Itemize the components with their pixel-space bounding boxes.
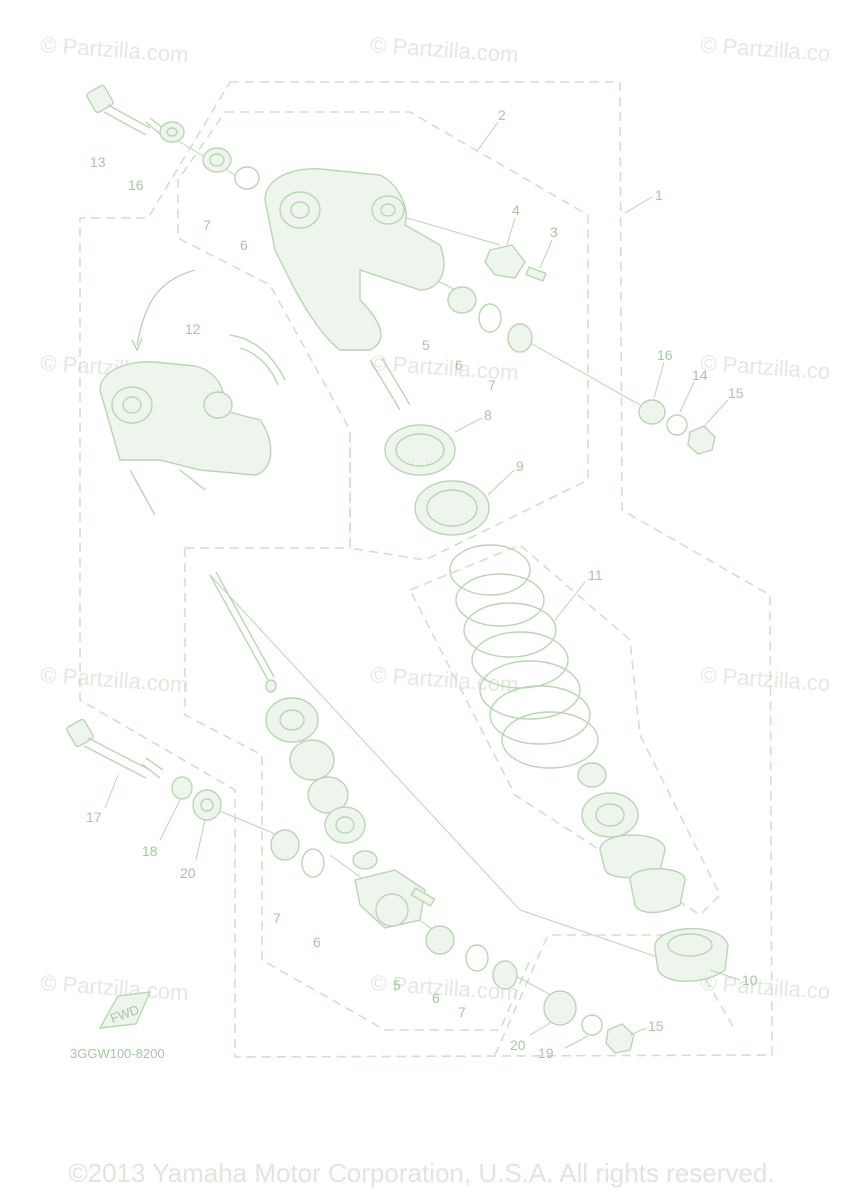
knob-4 [484,244,526,279]
lower-mount-parts [270,829,635,1054]
assembly-outline-bottom [494,934,736,1056]
diagram-code: 3GGW100-8200 [70,1046,165,1061]
callout-2: 2 [498,107,506,123]
bearing-7-bottom [492,960,518,990]
copyright-notice: ©2013 Yamaha Motor Corporation, U.S.A. A… [68,1158,775,1188]
callout-20-left: 20 [180,865,196,881]
fwd-arrow-icon: FWD [98,991,152,1029]
watermark: © Partzilla.com [40,970,190,1005]
callout-9: 9 [516,458,524,474]
collar-20-left [192,789,222,821]
callout-11: 11 [588,567,603,583]
bearing-7-mid [507,323,533,353]
oring-6-mid [478,303,502,333]
callout-8: 8 [484,407,492,423]
bearing-7-upper [202,147,232,173]
watermark: © Partzilla.com [370,32,520,67]
assembly-outline-1 [79,81,773,1058]
callout-12: 12 [185,321,201,337]
washer-19 [581,1014,603,1036]
assembly-outline-2 [177,111,589,561]
callout-10: 10 [742,972,758,988]
callout-1: 1 [655,187,663,203]
callout-18: 18 [142,843,158,859]
screw-3 [525,266,547,282]
watermark: © Partzilla.co [700,32,831,66]
upper-mount-parts [86,84,260,190]
callout-7-bottom: 7 [458,1004,466,1020]
assembly-outline-upper-left [185,430,351,549]
watermark: © Partzilla.com [40,32,190,67]
spring-seat-parts [577,762,729,982]
collar-16-right [638,399,666,425]
callout-labels: 1 2 3 4 5 5 6 6 6 6 7 7 7 7 8 9 10 11 12… [86,107,758,1061]
group-outlines [79,81,773,1058]
callout-7-mid: 7 [488,377,496,393]
callout-3: 3 [550,224,558,240]
callout-6-lower: 6 [313,934,321,950]
watermark: © Partzilla.com [40,662,190,697]
nut-9 [414,480,490,536]
callout-15-lower: 15 [648,1018,664,1034]
callout-4: 4 [512,202,520,218]
watermark: © Partzilla.co [700,350,831,384]
spring-11 [449,544,599,769]
callout-7-lower: 7 [273,910,281,926]
assembly-outline-rod [184,548,531,1031]
watermark: © Partzilla.com [370,662,520,697]
upper-right-hardware [638,399,716,455]
nut-8 [384,424,456,476]
callout-6-bottom: 6 [432,990,440,1006]
callout-20-lower: 20 [510,1037,526,1053]
callout-5-upper: 5 [422,337,430,353]
collar-20-right [543,990,577,1026]
nut-15-lower [605,1023,635,1054]
bearing-5-upper [447,286,477,314]
lower-left-hardware [66,718,222,821]
callout-6-upper: 6 [240,237,248,253]
bearing-7-lower [270,829,300,861]
watermark: © Partzilla.co [700,662,831,696]
oring-6-lower [301,848,325,878]
alternate-body-12 [99,269,286,516]
callout-14: 14 [692,367,708,383]
callout-13: 13 [90,154,106,170]
adjust-nuts [384,424,490,536]
callout-19: 19 [538,1045,554,1061]
assembly-outline-spring [408,544,721,917]
watermark: © Partzilla.com [370,350,520,385]
callout-15-upper: 15 [728,385,744,401]
washer-14 [666,414,688,436]
callout-16-right: 16 [657,347,673,363]
bolt-13 [86,84,164,136]
collar-16 [159,121,185,143]
adjuster-parts [447,244,547,353]
callout-7-upper: 7 [203,217,211,233]
watermark: © Partzilla.co [700,970,831,1004]
oring-6-upper [234,166,260,190]
shock-body [264,168,445,411]
nut-15 [687,425,716,455]
oring-6-bottom [465,944,489,972]
callout-17: 17 [86,809,102,825]
bearing-5-lower [425,925,455,955]
callout-6-mid: 6 [455,357,463,373]
rod-parts [209,571,366,844]
callout-5-lower: 5 [393,977,401,993]
callout-16-upper: 16 [128,177,144,193]
washer-18 [171,776,193,800]
spring-seat-10 [654,927,729,982]
